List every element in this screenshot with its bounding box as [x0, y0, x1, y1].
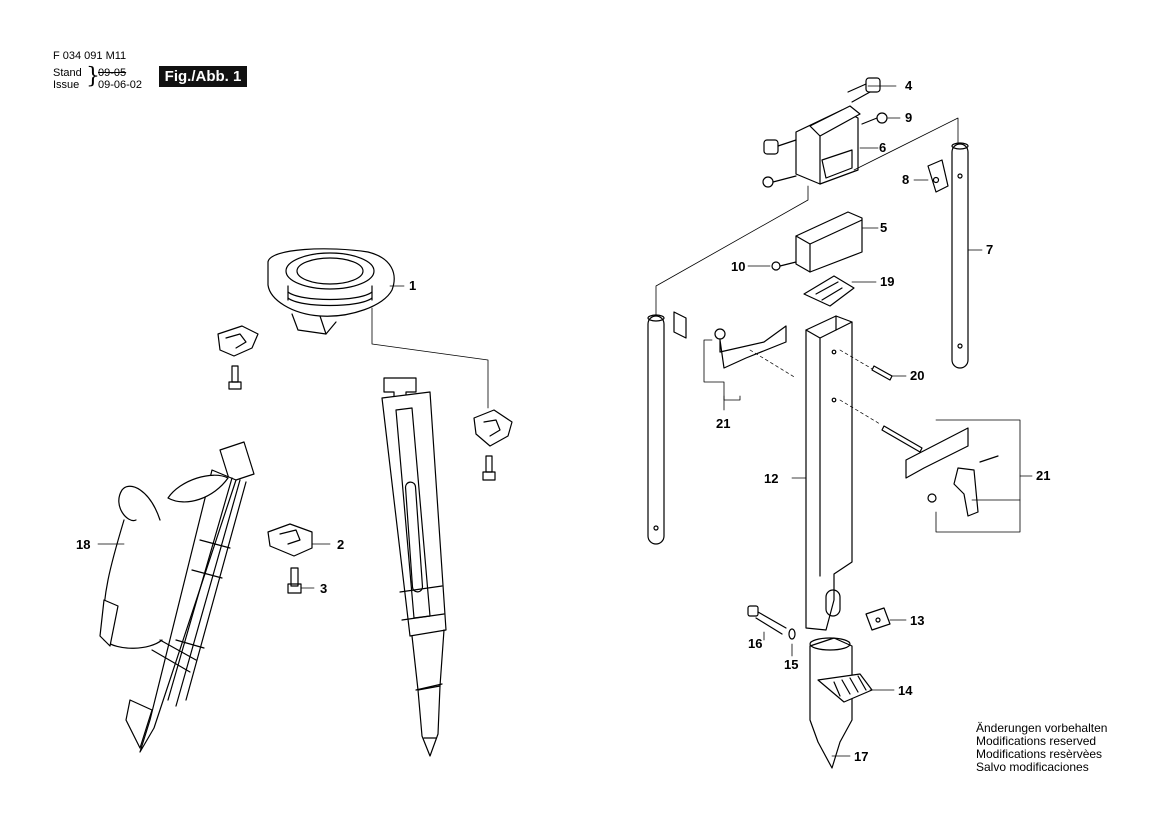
upper-rod-part-right	[951, 142, 969, 369]
leader-line-head	[371, 307, 489, 409]
folded-tripod-with-strap	[99, 441, 255, 753]
tripod-leg-assembled	[381, 377, 447, 757]
brace-symbol: }	[86, 64, 100, 89]
leg-pad-part	[771, 211, 863, 273]
long-screw-part	[839, 349, 893, 381]
callout-label: 7	[986, 242, 993, 257]
upper-rod-part-left	[647, 311, 687, 545]
bolt-part	[747, 605, 787, 635]
lock-plate-part-right	[839, 399, 999, 517]
note-line: Modifications reserved	[976, 734, 1097, 748]
callout-label: 5	[880, 220, 887, 235]
hinge-block-part	[267, 523, 313, 557]
leg-hinge-clip-left	[217, 325, 259, 390]
modification-notes: Änderungen vorbehalten Modifications res…	[976, 722, 1107, 774]
leg-hinge-clip-right	[473, 409, 513, 481]
lock-plate-part-left	[714, 325, 797, 379]
callout-label: 21	[716, 416, 730, 431]
issue-date: 09-06-02	[98, 79, 143, 91]
spring-clip-part	[803, 275, 855, 307]
callout-label: 15	[784, 657, 798, 672]
callout-label: 2	[337, 537, 344, 552]
part-number: F 034 091 M11	[53, 50, 127, 62]
callout-label: 3	[320, 581, 327, 596]
callout-label: 8	[902, 172, 909, 187]
note-line: Modifications resèrvèes	[976, 747, 1103, 761]
slide-nut-part	[865, 607, 891, 631]
callout-label: 17	[854, 749, 868, 764]
leg-foot-part	[809, 637, 873, 769]
callout-label: 14	[898, 683, 913, 698]
callout-label: 12	[764, 471, 778, 486]
callout-label: 21	[1036, 468, 1050, 483]
figure-label: Fig./Abb. 1	[159, 66, 247, 87]
note-line: Salvo modificaciones	[976, 760, 1089, 774]
callout-label: 13	[910, 613, 924, 628]
callout-label: 9	[905, 110, 912, 125]
callout-label: 1	[409, 278, 416, 293]
rod-clip-part	[927, 159, 949, 193]
callout-label: 10	[731, 259, 745, 274]
hinge-screw-part	[287, 567, 302, 594]
callout-label: 20	[910, 368, 924, 383]
callout-label: 19	[880, 274, 894, 289]
callout-label: 4	[905, 78, 913, 93]
stand-date: 09-05	[98, 67, 127, 79]
stand-label: Stand	[53, 67, 82, 79]
note-line: Änderungen vorbehalten	[976, 721, 1108, 735]
issue-label: Issue	[53, 79, 80, 91]
callout-label: 16	[748, 636, 762, 651]
leg-top-block-part	[762, 77, 888, 188]
washer-part	[788, 628, 796, 640]
leg-channel-part	[805, 315, 853, 631]
callout-label: 18	[76, 537, 90, 552]
callout-label: 6	[879, 140, 886, 155]
tripod-head-part	[267, 248, 395, 335]
